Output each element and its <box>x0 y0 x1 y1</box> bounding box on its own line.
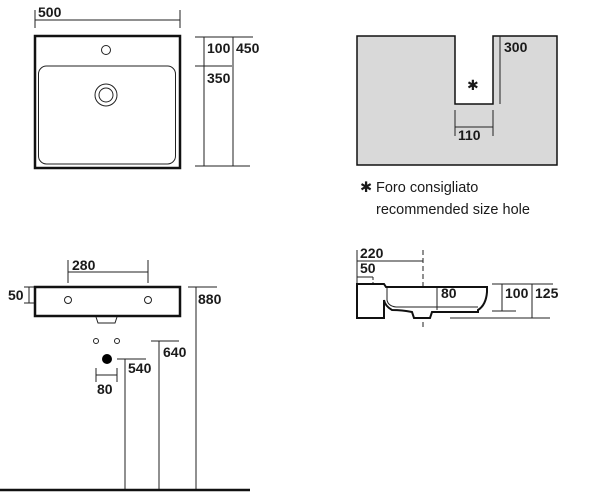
dim-basin-depth: 350 <box>207 70 231 86</box>
dim-width: 500 <box>38 4 62 20</box>
dim-rim-height: 880 <box>198 291 222 307</box>
cutout-view: ✱ 300 110 <box>356 35 558 166</box>
dim-tap-offset: 50 <box>360 260 376 276</box>
dim-holes-spacing: 280 <box>72 257 96 273</box>
dim-total-depth: 450 <box>236 40 260 56</box>
front-view: 280 50 80 540 640 880 <box>0 257 250 492</box>
drain-outer <box>94 83 118 107</box>
drain-point <box>102 354 112 364</box>
basin-bowl <box>38 65 176 165</box>
dim-supply-height: 640 <box>163 344 187 360</box>
dim-tap-depth: 100 <box>207 40 231 56</box>
footnote-line2: recommended size hole <box>376 202 530 218</box>
dim-bowl-height: 100 <box>505 285 529 301</box>
hole-marker: ✱ <box>467 77 479 93</box>
dim-cutout-width: 110 <box>458 127 481 143</box>
front-outline <box>33 285 182 318</box>
drain-front <box>95 316 118 324</box>
side-view: 220 50 80 100 125 <box>356 245 559 330</box>
dim-depth: 220 <box>360 245 384 261</box>
supply-hole <box>114 338 120 344</box>
cutout-shape <box>356 35 558 166</box>
dim-total-height: 125 <box>535 285 559 301</box>
drain-inner <box>98 87 114 103</box>
supply-hole <box>93 338 99 344</box>
dim-drain-height: 540 <box>128 360 152 376</box>
footnote: ✱ Foro consigliato recommended size hole <box>360 180 530 218</box>
tap-hole <box>101 45 111 55</box>
top-view: 500 100 450 350 <box>33 4 260 170</box>
dim-inner: 80 <box>441 285 457 301</box>
side-profile <box>356 283 488 319</box>
dim-drain-offset: 80 <box>97 381 113 397</box>
footnote-line1: Foro consigliato <box>376 180 478 196</box>
dim-cutout-height: 300 <box>504 39 528 55</box>
footnote-marker: ✱ <box>360 180 372 196</box>
dim-rim: 50 <box>8 287 24 303</box>
